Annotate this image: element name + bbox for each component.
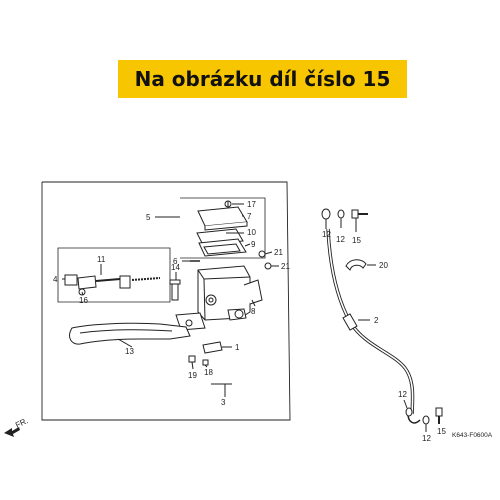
label-2: 2 <box>374 316 379 325</box>
brake-hose <box>326 228 415 415</box>
assembly-outline <box>41 181 291 421</box>
banner-text: Na obrázku díl číslo 15 <box>134 67 391 91</box>
label-15-bottom: 15 <box>437 427 446 436</box>
brake-lever <box>69 322 191 345</box>
hose-clamp <box>345 259 367 271</box>
label-12-bottom-right: 12 <box>422 434 431 443</box>
label-17: 17 <box>247 200 256 209</box>
label-6: 6 <box>173 257 178 266</box>
label-4: 4 <box>53 275 58 284</box>
front-direction-arrow <box>4 427 20 437</box>
label-9: 9 <box>251 240 256 249</box>
label-7: 7 <box>247 212 252 221</box>
diagram-code: K643-F0600A <box>452 432 493 439</box>
label-10: 10 <box>247 228 256 237</box>
reservoir-group-box <box>180 197 266 259</box>
piston-kit-box <box>57 247 171 303</box>
label-21-upper: 21 <box>274 248 283 257</box>
label-12-bottom-left: 12 <box>398 390 407 399</box>
direction-label: FR. <box>14 416 29 430</box>
label-13: 13 <box>125 347 134 356</box>
label-21-lower: 21 <box>281 262 290 271</box>
label-12-top-left: 12 <box>322 230 331 239</box>
label-16: 16 <box>79 296 88 305</box>
part-number-banner: Na obrázku díl číslo 15 <box>118 60 407 98</box>
label-15-top: 15 <box>352 236 361 245</box>
label-18: 18 <box>204 368 213 377</box>
label-19: 19 <box>188 371 197 380</box>
label-3: 3 <box>221 398 226 407</box>
label-11: 11 <box>97 255 106 264</box>
label-5: 5 <box>146 213 151 222</box>
label-1: 1 <box>235 343 240 352</box>
label-14: 14 <box>171 263 180 272</box>
clamp-holder <box>243 279 263 305</box>
label-20: 20 <box>379 261 388 270</box>
label-8: 8 <box>251 307 256 316</box>
label-12-top-right: 12 <box>336 235 345 244</box>
